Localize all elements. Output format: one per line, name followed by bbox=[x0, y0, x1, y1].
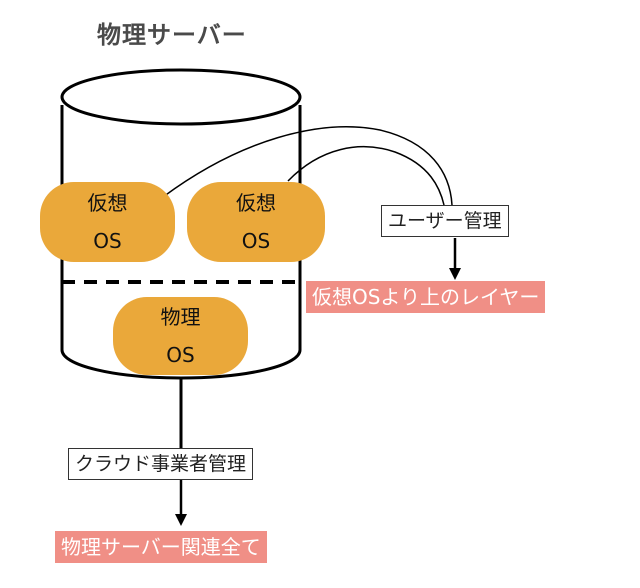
all-physical-server-label: 物理サーバー関連全て bbox=[55, 531, 267, 563]
page-title: 物理サーバー bbox=[97, 21, 247, 49]
physical-os-line1: 物理 bbox=[160, 305, 201, 329]
cloud-provider-management-label: クラウド事業者管理 bbox=[68, 448, 254, 480]
virtual-os-1-line1: 仮想 bbox=[87, 191, 128, 215]
virtual-os-pill-1: 仮想 OS bbox=[40, 182, 175, 262]
physical-os-pill: 物理 OS bbox=[113, 297, 248, 375]
virtual-os-pill-2: 仮想 OS bbox=[187, 182, 325, 262]
user-management-label: ユーザー管理 bbox=[381, 205, 509, 237]
connector-virtual-os-1 bbox=[162, 126, 453, 206]
virtual-os-2-line1: 仮想 bbox=[236, 191, 276, 215]
connector-virtual-os-2 bbox=[287, 146, 445, 206]
physical-os-line2: OS bbox=[166, 343, 195, 367]
virtual-os-2-line2: OS bbox=[241, 229, 271, 253]
above-virtual-os-layer-label: 仮想OSより上のレイヤー bbox=[306, 281, 546, 313]
virtual-os-1-line2: OS bbox=[93, 229, 122, 253]
